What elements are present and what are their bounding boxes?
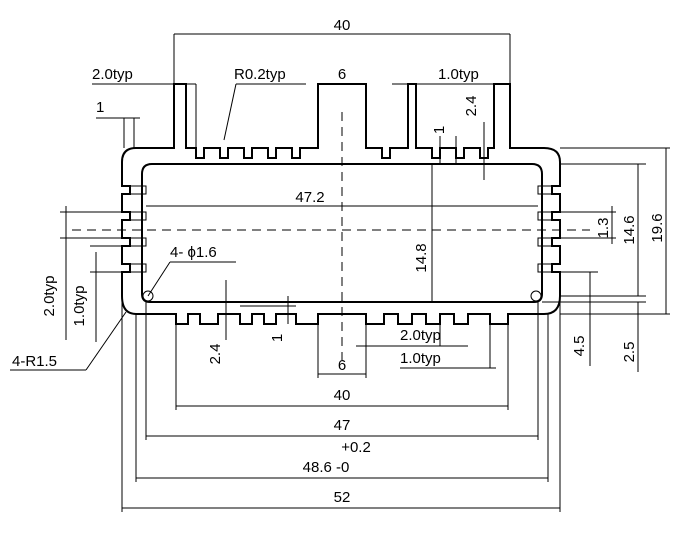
dim-2-0typ-left: 2.0typ: [41, 276, 58, 317]
dim-40-bottom: 40: [334, 387, 351, 404]
dim-6-bottom: 6: [338, 357, 346, 374]
dim-4-5: 4.5: [571, 336, 588, 357]
dim-1-bottom: 1: [269, 334, 286, 342]
dim-14-6: 14.6: [621, 215, 638, 244]
dim-47: 47: [334, 417, 351, 434]
dim-2-0typ-bottom: 2.0typ: [400, 327, 441, 344]
center-lines: [72, 112, 590, 360]
dim-2-0typ-top: 2.0typ: [92, 66, 133, 83]
dim-1-0typ-top: 1.0typ: [438, 66, 479, 83]
dim-hole-note: 4- ϕ1.6: [170, 244, 217, 261]
dim-2-4-top: 2.4: [463, 96, 480, 117]
dimension-lines: [10, 33, 670, 512]
dim-48-6: 48.6 -0: [303, 459, 350, 476]
dim-19-6: 19.6: [649, 213, 666, 242]
dim-1-3: 1.3: [595, 218, 612, 239]
dim-47-2: 47.2: [295, 189, 324, 206]
dim-corner-radius: 4-R1.5: [12, 353, 57, 370]
dim-14-8: 14.8: [413, 243, 430, 272]
dim-1-top-right: 1: [431, 126, 448, 134]
dim-1-0typ-left: 1.0typ: [71, 286, 88, 327]
dim-40-top: 40: [334, 17, 351, 34]
dimension-labels: 40 2.0typ R0.2typ 6 1.0typ 1 1 2.4 47.2 …: [12, 17, 666, 506]
dim-r0-2typ: R0.2typ: [234, 66, 286, 83]
dim-2-5: 2.5: [621, 342, 638, 363]
dim-1-top-left: 1: [96, 99, 104, 116]
dim-2-4-bottom: 2.4: [207, 344, 224, 365]
dim-52: 52: [334, 489, 351, 506]
dim-tolerance-plus: +0.2: [341, 439, 371, 456]
enclosure-profile: [121, 83, 561, 325]
dim-6-top: 6: [338, 66, 346, 83]
dim-1-0typ-bottom: 1.0typ: [400, 350, 441, 367]
